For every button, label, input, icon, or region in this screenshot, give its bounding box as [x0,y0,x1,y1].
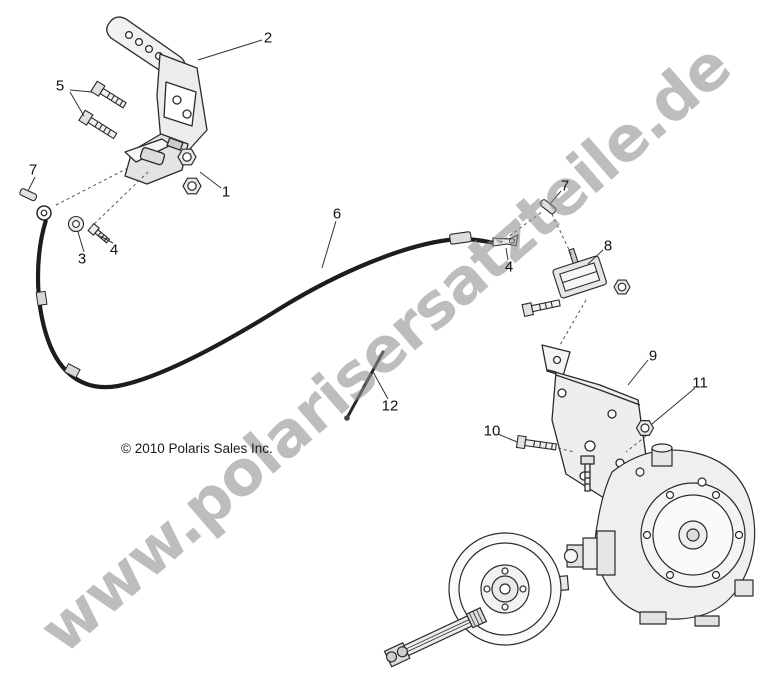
hand-brake-lever [106,16,208,185]
flange-nut [635,420,655,436]
callout-3: 3 [77,250,87,268]
callout-7-left: 7 [28,161,38,179]
callout-4-right: 4 [504,258,514,276]
callout-8: 8 [603,237,613,255]
callout-10: 10 [483,422,501,440]
gearcase [563,443,756,627]
bracket-bolt [515,434,557,451]
callout-4-left: 4 [109,241,119,259]
cable-anchor-pin-right [539,199,557,215]
callout-2: 2 [263,29,273,47]
callout-12: 12 [381,397,399,415]
callout-5: 5 [55,77,65,95]
assembly-dashed-lines [53,167,647,453]
lever-nuts [177,148,202,195]
drive-shaft [383,607,488,668]
callout-1: 1 [221,183,231,201]
callout-9: 9 [648,347,658,365]
callout-11: 11 [692,374,708,392]
washer-and-screw [67,215,111,244]
actuator-rod [344,350,385,421]
lever-mount-bolts [78,80,127,140]
callout-7-right: 7 [560,177,570,195]
cable-anchor-pin-left [19,188,38,202]
copyright-notice: © 2010 Polaris Sales Inc. [121,441,273,456]
brake-cable [35,205,519,390]
callout-6: 6 [332,205,342,223]
cable-clamp-block [521,247,631,318]
leader-lines [27,39,696,443]
